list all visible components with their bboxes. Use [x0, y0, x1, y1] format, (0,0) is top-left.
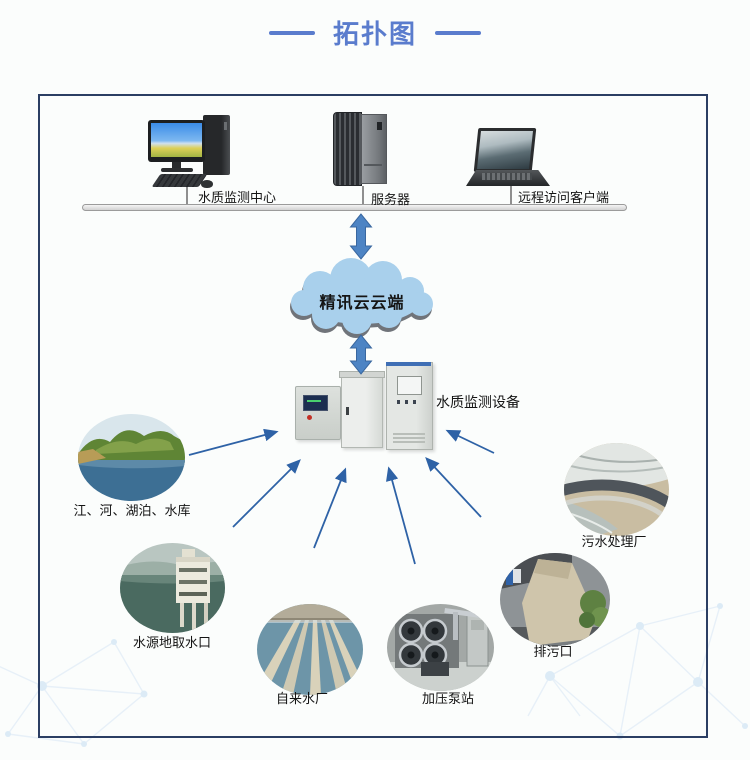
label-booster-pump-station: 加压泵站	[421, 692, 475, 707]
photo-sewage-outlet	[500, 553, 610, 646]
label-equipment: 水质监测设备	[436, 395, 520, 411]
label-tap-water-plant: 自来水厂	[275, 692, 329, 707]
label-server: 服务器	[371, 193, 411, 208]
label-rivers-lakes-reservoirs: 江、河、湖泊、水库	[73, 504, 191, 519]
connector-monitoring-center	[186, 186, 188, 206]
server-tower-icon	[333, 112, 387, 186]
photo-sewage-treatment-plant	[564, 443, 669, 536]
pc-mouse	[201, 180, 213, 188]
photo-tap-water-plant	[257, 604, 363, 695]
network-pattern-bottom-right	[527, 603, 748, 740]
connector-remote-client	[510, 183, 512, 206]
control-box-button	[307, 415, 312, 420]
desktop-computer-icon	[148, 112, 254, 198]
photo-water-source-intake	[120, 543, 225, 633]
server-badge	[377, 122, 382, 130]
middle-cabinet-lid	[339, 371, 385, 378]
label-sewage-treatment-plant: 污水处理厂	[581, 535, 647, 550]
label-sewage-outlet: 排污口	[533, 645, 573, 660]
middle-cabinet-handle	[346, 407, 349, 415]
tall-cabinet	[386, 362, 433, 450]
laptop-base	[466, 170, 550, 186]
pc-keyboard	[151, 174, 208, 187]
laptop-keyboard	[482, 173, 532, 180]
control-box-screen	[303, 395, 328, 411]
pc-screen	[151, 123, 202, 157]
control-box-readout	[307, 400, 321, 402]
connector-server	[362, 186, 364, 206]
photo-rivers-lakes-reservoirs	[78, 414, 185, 501]
title-dash-right	[435, 30, 481, 35]
control-box-cabinet	[295, 386, 341, 440]
tall-cabinet-top-strip	[386, 362, 431, 366]
pc-monitor	[148, 120, 205, 162]
middle-cabinet	[339, 371, 385, 448]
page-title: 拓扑图	[332, 20, 417, 50]
cloud-label: 精讯云云端	[319, 293, 405, 312]
pc-tower-drive	[224, 122, 227, 130]
pc-stand	[172, 162, 181, 168]
laptop-screen	[477, 131, 533, 169]
label-water-source-intake: 水源地取水口	[132, 636, 212, 651]
tall-cabinet-buttons	[397, 400, 421, 404]
diagram-panel	[38, 94, 708, 738]
tall-cabinet-vent	[393, 433, 425, 443]
page-title-row: 拓扑图	[0, 14, 750, 51]
pc-stand-base	[161, 168, 193, 172]
title-dash-left	[268, 30, 315, 35]
laptop-screen-frame	[473, 128, 537, 172]
server-slot	[364, 164, 382, 166]
laptop-icon	[466, 128, 550, 188]
label-monitoring-center: 水质监测中心	[198, 191, 277, 206]
server-side-panel	[361, 114, 387, 184]
cloud-jingxun: 精讯云云端	[284, 258, 440, 338]
label-remote-client: 远程访问客户端	[518, 191, 610, 206]
cloud-shape	[290, 258, 433, 338]
tall-cabinet-window	[397, 376, 422, 395]
photo-booster-pump-station	[387, 604, 494, 691]
network-bus-line	[82, 204, 627, 211]
server-front-vents	[333, 112, 362, 186]
